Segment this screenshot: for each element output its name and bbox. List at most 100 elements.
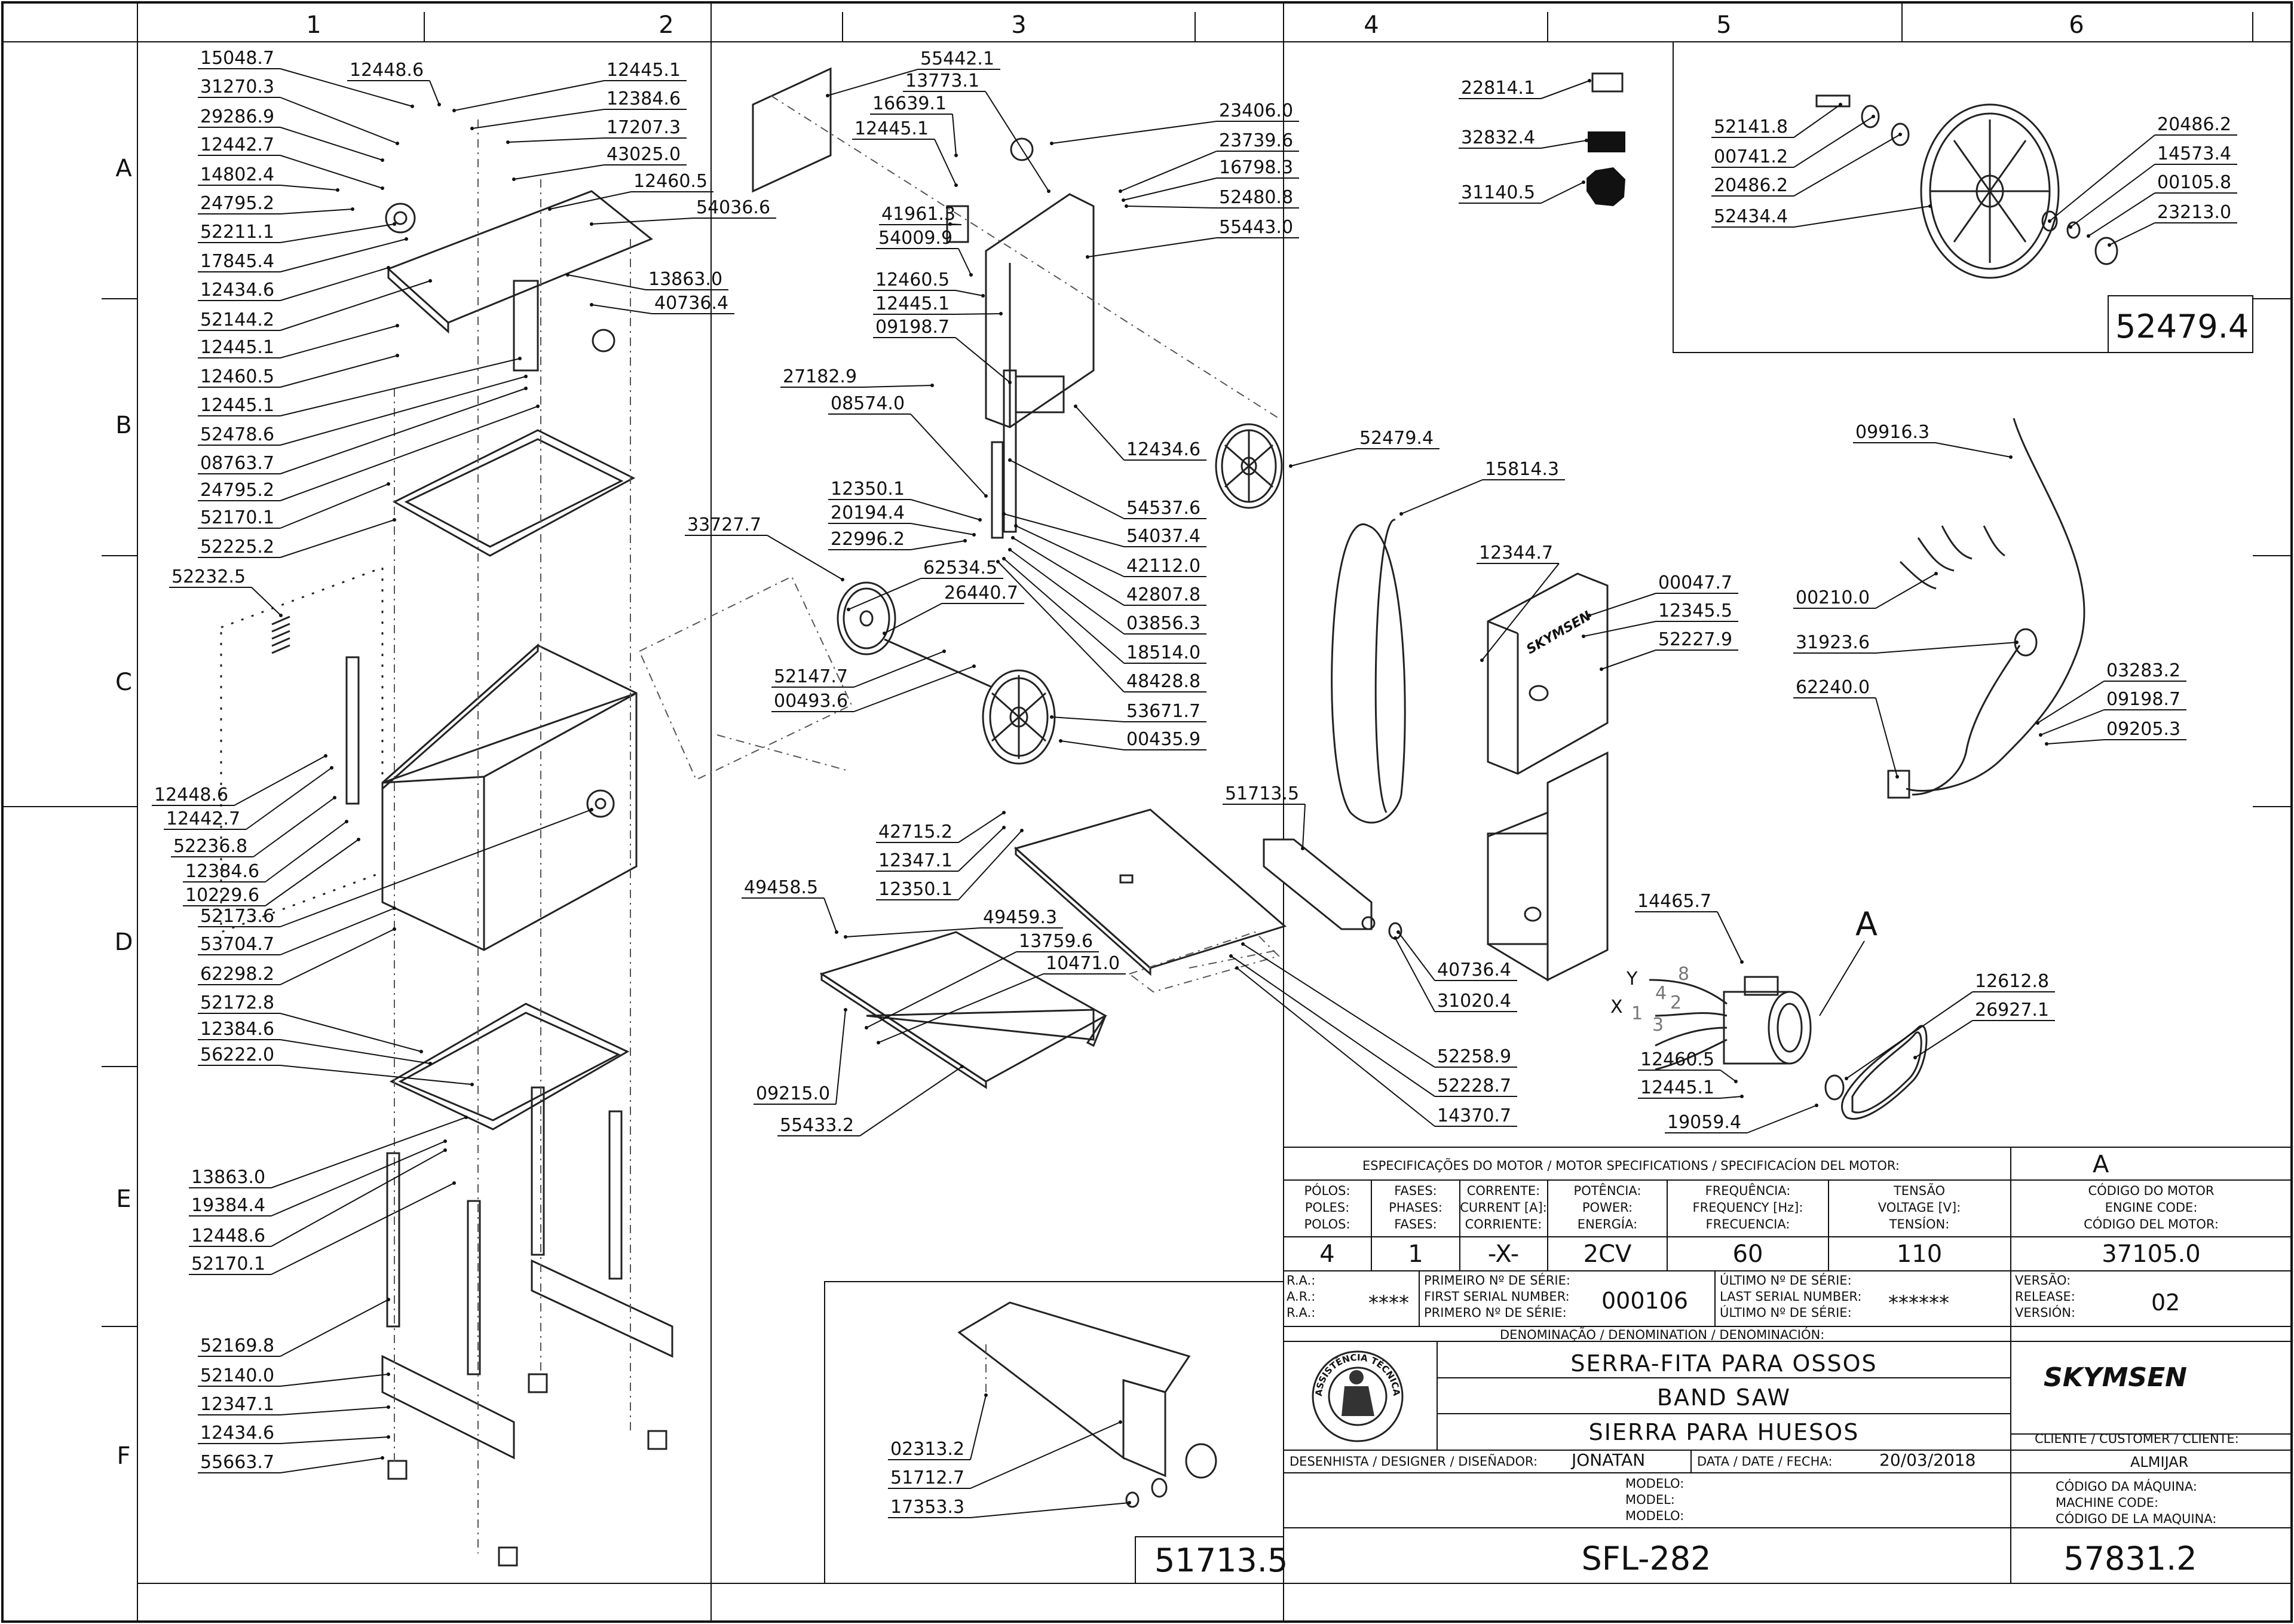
leader-line (1720, 1096, 1742, 1099)
leader-line (1395, 937, 1435, 1012)
leader-line (1290, 448, 1358, 467)
leader-arrow (464, 1116, 468, 1119)
leader-line (910, 523, 975, 535)
leader-arrow (1008, 548, 1012, 551)
callout: 12460.5 (873, 269, 985, 298)
callout: 62534.5 (847, 557, 1003, 611)
leader-line (2037, 681, 2105, 724)
spec-value: 110 (1897, 1240, 1942, 1268)
leader-line (910, 540, 966, 550)
part-number-label: 22996.2 (831, 529, 905, 550)
zone-row-E: E (116, 1185, 131, 1213)
part-number-label: 08574.0 (831, 393, 905, 414)
callout: 31020.4 (1393, 936, 1517, 1012)
leader-line (591, 304, 653, 314)
leader-line (835, 1009, 846, 1105)
part-number-label: 12612.8 (1975, 971, 2049, 992)
part-number-label: 20194.4 (831, 502, 905, 523)
callout: 55433.2 (777, 1065, 964, 1136)
callout: 52232.5 (169, 566, 283, 617)
leader-line (1302, 804, 1306, 849)
leader-line (958, 248, 972, 275)
leader-arrow (835, 930, 838, 934)
leader-line (1583, 621, 1656, 637)
part-number-label: 12445.1 (200, 337, 274, 358)
part-number-label: 12445.1 (607, 60, 681, 81)
spec-header-en: PHASES: (1389, 1200, 1442, 1215)
leader-line (1401, 479, 1483, 514)
part-number-label: 22814.1 (1461, 78, 1535, 99)
leader-line (1875, 642, 2017, 654)
leader-line (1123, 177, 1217, 201)
callout: 08763.7 (198, 387, 528, 474)
customer-value: ALMIJAR (2130, 1454, 2188, 1470)
leader-line (280, 358, 520, 416)
part-number-label: 55433.2 (780, 1115, 854, 1136)
leader-line (280, 97, 398, 144)
leader-line (454, 80, 605, 111)
callout: 12448.6 (152, 754, 327, 806)
leader-arrow (1050, 142, 1053, 145)
leader-line (1012, 537, 1125, 606)
leader-line (1060, 740, 1125, 750)
last-serial-value: ****** (1888, 1291, 1949, 1315)
part-number-label: 12460.5 (633, 171, 708, 192)
leader-arrow (1119, 189, 1122, 193)
part-number-label: 42807.8 (1126, 584, 1200, 605)
spec-header-en: ENGINE CODE: (2105, 1200, 2198, 1215)
part-number-label: 16639.1 (872, 93, 947, 114)
leader-arrow (1301, 847, 1304, 850)
callout: 20486.2 (1711, 133, 1902, 197)
leader-line (265, 821, 347, 883)
callout: 43025.0 (512, 144, 687, 181)
callout: 12347.1 (876, 826, 1006, 872)
callout: 00210.0 (1793, 572, 1938, 609)
callout: 00047.7 (1588, 572, 1738, 617)
last-serial-label: ÚLTIMO Nº DE SÉRIE: (1720, 1305, 1852, 1320)
leader-line (246, 767, 332, 830)
part-number-label: 26440.7 (944, 583, 1018, 603)
zone-row-B: B (115, 412, 131, 439)
leader-arrow (984, 494, 988, 498)
part-number-label: 15814.3 (1485, 459, 1559, 480)
leader-line (1120, 151, 1217, 192)
leader-line (1846, 991, 1973, 1079)
callout: 23406.0 (1050, 100, 1299, 145)
leader-line (1747, 1105, 1817, 1133)
part-number-label: 12460.5 (200, 366, 274, 387)
leader-arrow (1002, 557, 1006, 560)
callout: 55442.1 (826, 48, 1000, 97)
callout: 00741.2 (1711, 115, 1875, 168)
leader-line (1915, 1020, 1973, 1058)
part-number-label: 33727.7 (687, 514, 761, 535)
callout: 52173.6 (198, 808, 593, 927)
leader-arrow (1014, 524, 1018, 528)
leader-arrow (844, 1008, 847, 1012)
zone-col-2: 2 (659, 11, 673, 39)
part-number-label: 51712.7 (890, 1467, 964, 1488)
callout: 00493.6 (771, 664, 976, 712)
leader-arrow (981, 294, 985, 298)
part-number-label: 13863.0 (648, 269, 722, 290)
name-english: BAND SAW (1657, 1384, 1791, 1411)
part-number-label: 12434.6 (200, 1423, 274, 1444)
leader-arrow (1047, 189, 1050, 193)
leader-arrow (2036, 721, 2039, 725)
spec-value: 2CV (1584, 1240, 1632, 1268)
callout: 52147.7 (771, 649, 946, 688)
callout: 12384.6 (470, 88, 687, 130)
part-number-label: 52169.8 (200, 1335, 274, 1356)
motor-assembly (1649, 976, 1928, 1120)
leader-arrow (1934, 572, 1938, 575)
leader-line (280, 388, 526, 474)
part-number-label: 52434.4 (1714, 206, 1788, 227)
leader-arrow (443, 1148, 447, 1152)
callout: 26440.7 (883, 583, 1024, 635)
first-serial-label: FIRST SERIAL NUMBER: (1424, 1289, 1570, 1304)
callout: 42807.8 (1011, 536, 1206, 606)
zone-row-F: F (117, 1442, 130, 1470)
callout: 16639.1 (870, 93, 958, 157)
part-number-label: 32832.4 (1461, 127, 1535, 148)
leader-line (280, 1436, 389, 1444)
leader-arrow (2048, 219, 2051, 223)
